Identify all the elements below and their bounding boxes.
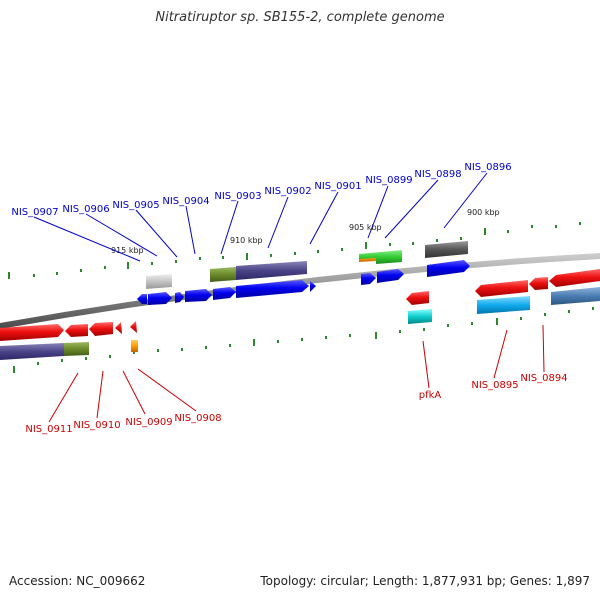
- forward-cog-track: [146, 241, 468, 289]
- outer-ticks-top: [8, 222, 581, 279]
- reverse-gene-arrow[interactable]: [475, 280, 528, 297]
- reverse-gene-arrow[interactable]: [89, 322, 113, 336]
- cog-block[interactable]: [551, 287, 600, 305]
- gene-label[interactable]: NIS_0904: [162, 196, 209, 207]
- cog-block[interactable]: [408, 309, 432, 324]
- gene-label[interactable]: NIS_0910: [73, 420, 120, 431]
- reverse-cds-track: [0, 269, 600, 341]
- gene-label[interactable]: NIS_0909: [125, 417, 172, 428]
- forward-gene-arrow[interactable]: [236, 280, 309, 298]
- gene-label[interactable]: NIS_0905: [112, 200, 159, 211]
- genome-backbone: [0, 253, 600, 329]
- forward-gene-arrow[interactable]: [137, 294, 147, 304]
- accession-text: Accession: NC_009662: [9, 574, 146, 588]
- gene-label[interactable]: NIS_0911: [25, 424, 72, 435]
- forward-gene-arrow[interactable]: [185, 289, 212, 302]
- reverse-gene-arrow[interactable]: [130, 321, 137, 333]
- gene-label[interactable]: NIS_0907: [11, 207, 58, 218]
- cog-block[interactable]: [236, 261, 307, 280]
- position-label: 905 kbp: [349, 223, 382, 232]
- forward-gene-labels: NIS_0907 NIS_0906 NIS_0905 NIS_0904 NIS_…: [11, 162, 511, 218]
- reverse-gene-arrow[interactable]: [65, 324, 88, 337]
- cog-block[interactable]: [359, 250, 402, 264]
- gene-label[interactable]: NIS_0894: [520, 373, 567, 384]
- forward-cds-track: [137, 260, 470, 305]
- gene-label[interactable]: NIS_0896: [464, 162, 511, 173]
- gene-label[interactable]: NIS_0903: [214, 191, 261, 202]
- gene-label[interactable]: NIS_0899: [365, 175, 412, 186]
- reverse-label-leaders: [48, 324, 545, 423]
- position-label: 915 kbp: [111, 246, 144, 255]
- gene-label[interactable]: NIS_0906: [62, 204, 109, 215]
- reverse-gene-labels: NIS_0911 NIS_0910 NIS_0909 NIS_0908 pfkA…: [25, 373, 567, 435]
- gene-label[interactable]: NIS_0901: [314, 181, 361, 192]
- reverse-gene-arrow[interactable]: [549, 269, 600, 287]
- genome-info-text: Topology: circular; Length: 1,877,931 bp…: [260, 574, 590, 588]
- cog-block[interactable]: [64, 342, 89, 356]
- cog-block[interactable]: [0, 343, 64, 360]
- reverse-cog-track: [0, 287, 600, 360]
- cog-block[interactable]: [477, 296, 530, 314]
- forward-gene-arrow[interactable]: [310, 281, 316, 292]
- forward-gene-arrow[interactable]: [427, 260, 470, 277]
- forward-gene-arrow[interactable]: [377, 269, 404, 283]
- gene-label[interactable]: NIS_0908: [174, 413, 221, 424]
- gene-label[interactable]: pfkA: [419, 390, 442, 401]
- forward-gene-arrow[interactable]: [361, 273, 376, 285]
- position-label: 900 kbp: [467, 208, 500, 217]
- cog-block[interactable]: [146, 274, 172, 289]
- forward-label-leaders: [33, 172, 488, 262]
- cog-block[interactable]: [425, 241, 468, 258]
- reverse-gene-arrow[interactable]: [406, 291, 429, 305]
- reverse-gene-arrow[interactable]: [115, 322, 122, 334]
- gene-label[interactable]: NIS_0898: [414, 169, 461, 180]
- reverse-gene-arrow[interactable]: [0, 324, 64, 341]
- cog-block[interactable]: [131, 340, 138, 352]
- forward-gene-arrow[interactable]: [148, 292, 172, 305]
- reverse-gene-arrow[interactable]: [529, 277, 548, 290]
- gene-label[interactable]: NIS_0895: [471, 380, 518, 391]
- forward-gene-arrow[interactable]: [213, 287, 236, 300]
- gene-label[interactable]: NIS_0902: [264, 186, 311, 197]
- map-title: Nitratiruptor sp. SB155-2, complete geno…: [155, 10, 445, 25]
- cog-block[interactable]: [210, 267, 236, 282]
- forward-gene-arrow[interactable]: [175, 292, 184, 303]
- position-label: 910 kbp: [230, 236, 263, 245]
- outer-ticks-bottom: [13, 307, 594, 373]
